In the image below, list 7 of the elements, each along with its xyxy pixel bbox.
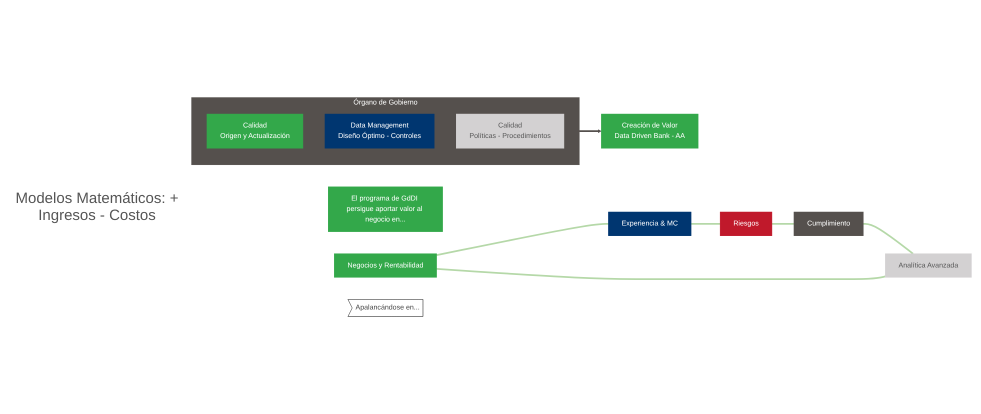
center-note: Modelos Matemáticos: + Ingresos - Costos [14, 190, 180, 224]
connector [691, 222, 720, 225]
connector [436, 222, 608, 256]
connector [863, 222, 914, 254]
connector [436, 268, 886, 280]
connector [772, 222, 794, 225]
arrow [579, 129, 602, 134]
